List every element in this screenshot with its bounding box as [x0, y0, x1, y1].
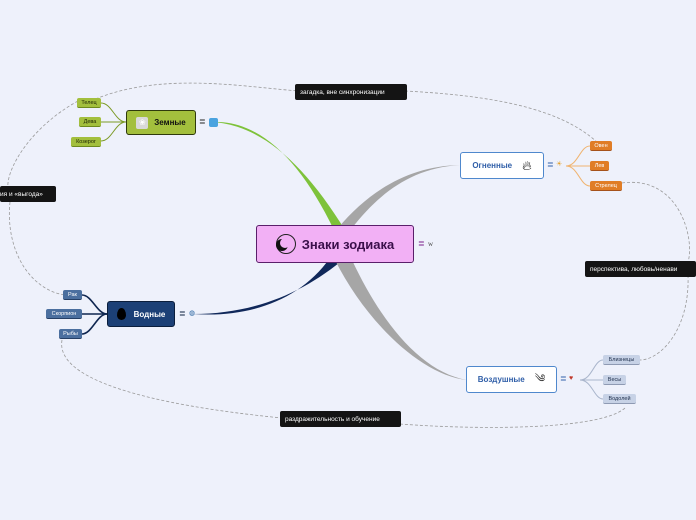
- branch-fire-label: Огненные: [472, 161, 513, 170]
- relationship-label[interactable]: загадка, вне синхронизации: [295, 84, 407, 100]
- central-topic-label: Знаки зодиака: [301, 236, 395, 252]
- moon-icon: [275, 234, 296, 254]
- air-leaf-connectors: [579, 359, 604, 400]
- branch-water-connector: [193, 258, 345, 315]
- central-topic[interactable]: Знаки зодиака: [256, 225, 414, 263]
- water-drop-icon: [116, 308, 126, 320]
- globe-icon[interactable]: ◍: [189, 310, 196, 317]
- notes-icon[interactable]: ≣: [418, 239, 425, 248]
- branch-earth[interactable]: ❀ Земные: [126, 110, 196, 135]
- leaf-scorpio[interactable]: Скорпион: [46, 309, 82, 319]
- leaf-cancer[interactable]: Рак: [63, 290, 82, 300]
- notes-icon[interactable]: ≣: [199, 117, 206, 126]
- leaf-aquarius[interactable]: Водолей: [603, 394, 636, 404]
- notes-icon[interactable]: ≣: [179, 309, 186, 318]
- sun-icon[interactable]: ☀: [556, 161, 563, 168]
- heart-icon[interactable]: ♥: [569, 375, 574, 382]
- leaf-aries[interactable]: Овен: [590, 141, 612, 151]
- branch-air-connector: [335, 260, 467, 380]
- branch-air[interactable]: Воздушные ༄: [466, 366, 557, 393]
- leaf-virgo[interactable]: Дева: [79, 117, 101, 127]
- relationship-label[interactable]: ия и «выгода»: [0, 186, 56, 202]
- branch-earth-label: Земные: [154, 118, 186, 127]
- notes-icon[interactable]: ≣: [547, 160, 554, 169]
- leaf-taurus[interactable]: Телец: [77, 98, 101, 108]
- water-leaf-connectors: [81, 294, 108, 335]
- leaf-sagittarius[interactable]: Стрелец: [590, 181, 622, 191]
- fire-leaf-connectors: [565, 145, 591, 187]
- wind-icon: ༄: [534, 373, 546, 385]
- branch-fire-connector: [338, 165, 460, 228]
- globe-icon[interactable]: [209, 118, 218, 127]
- branch-fire[interactable]: Огненные 🔥︎: [460, 152, 544, 179]
- notes-icon[interactable]: ≣: [560, 374, 567, 383]
- fire-icon: 🔥︎: [522, 158, 532, 173]
- relationship-label[interactable]: раздражительность и обучение: [280, 411, 401, 427]
- leaf-leo[interactable]: Лев: [590, 161, 609, 171]
- branch-water[interactable]: Водные: [107, 301, 175, 327]
- leaf-libra[interactable]: Весы: [603, 375, 626, 385]
- relationship-label[interactable]: перспектива, любовь/ненави: [585, 261, 696, 277]
- leaf-capricorn[interactable]: Козерог: [71, 137, 101, 147]
- leaf-gemini[interactable]: Близнецы: [603, 355, 640, 365]
- branch-air-label: Воздушные: [477, 375, 525, 384]
- branch-water-label: Водные: [133, 309, 166, 319]
- wiki-icon[interactable]: w: [428, 240, 434, 248]
- leaf-pisces[interactable]: Рыбы: [59, 329, 82, 339]
- branch-earth-connector: [212, 121, 345, 230]
- earth-element-icon: ❀: [136, 116, 149, 129]
- earth-leaf-connectors: [100, 102, 127, 142]
